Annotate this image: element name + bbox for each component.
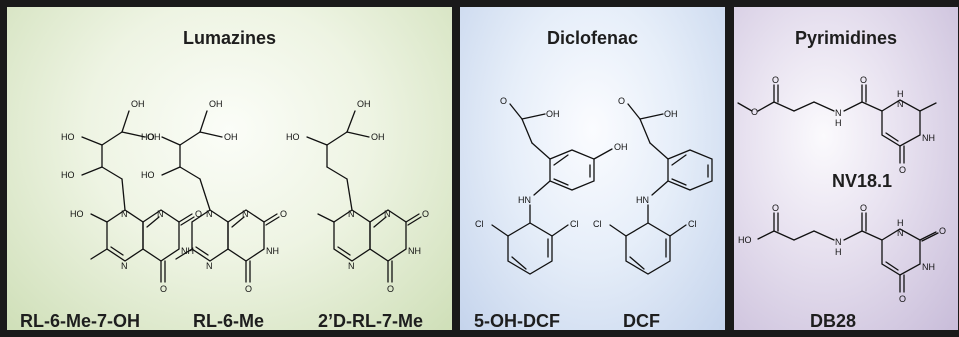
atom-label-h: H	[897, 89, 904, 99]
atom-label-o: O	[772, 203, 779, 213]
atom-label-ho: HO	[738, 235, 752, 245]
pyrimidines-structures: O O N H O H N NH O	[737, 75, 946, 304]
atom-label-o: O	[860, 75, 867, 85]
atom-label-oh: OH	[147, 132, 161, 142]
pyrimidines-panel: Pyrimidines O	[734, 7, 958, 330]
compound-name-dcf: DCF	[623, 311, 660, 330]
pyrimidines-title: Pyrimidines	[794, 28, 898, 48]
diclofenac-title: Diclofenac	[546, 28, 639, 48]
atom-label-o: O	[387, 284, 394, 294]
atom-label-h: H	[897, 218, 904, 228]
atom-label-o: O	[772, 75, 779, 85]
compound-name-db28: DB28	[810, 311, 857, 330]
atom-label-o: O	[618, 96, 625, 106]
atom-label-n: N	[384, 209, 391, 219]
atom-label-oh: OH	[371, 132, 385, 142]
atom-label-oh: OH	[209, 99, 223, 109]
atom-label-oh: OH	[224, 132, 238, 142]
atom-label-h: H	[835, 118, 842, 128]
atom-label-o: O	[160, 284, 167, 294]
diclofenac-structures: O OH OH HN Cl Cl	[475, 96, 713, 275]
atom-label-oh: OH	[614, 142, 628, 152]
rl-6-me-7-oh-atom-labels: OH OH HO HO N N N NH O O HO	[61, 99, 202, 294]
2d-rl-7-me-atom-labels: OH OH HO N N N NH O O	[286, 99, 429, 294]
nv18-1-atom-labels: O O N H O H N NH O	[751, 75, 935, 175]
db28-atom-labels: HO O N H O H N O NH O	[738, 203, 946, 304]
atom-label-oh: OH	[664, 109, 678, 119]
atom-label-h: H	[835, 247, 842, 257]
atom-label-o: O	[751, 107, 758, 117]
atom-label-nh: NH	[408, 246, 421, 256]
atom-label-o: O	[195, 209, 202, 219]
atom-label-oh: OH	[357, 99, 371, 109]
atom-label-ho: HO	[70, 209, 84, 219]
atom-label-hn: HN	[518, 195, 531, 205]
lumazines-structures: OH OH HO HO N N N NH O O HO	[61, 99, 429, 294]
atom-label-n: N	[242, 209, 249, 219]
rl-6-me-atom-labels: OH OH HO HO N N N NH O O	[141, 99, 287, 294]
compound-name-nv18-1: NV18.1	[832, 171, 893, 191]
atom-label-cl: Cl	[688, 219, 697, 229]
atom-label-ho: HO	[61, 170, 75, 180]
atom-label-n: N	[157, 209, 164, 219]
atom-label-n: N	[897, 99, 904, 109]
diclofenac-panel: Diclofenac O	[460, 7, 725, 330]
rl-6-me-7-oh-structure	[81, 110, 195, 283]
lumazines-panel: Lumazines	[7, 7, 452, 330]
atom-label-o: O	[245, 284, 252, 294]
compound-name-rl-6-me: RL-6-Me	[193, 311, 264, 330]
atom-label-oh: OH	[131, 99, 145, 109]
2d-rl-7-me-structure	[306, 110, 422, 283]
atom-label-o: O	[422, 209, 429, 219]
atom-label-cl: Cl	[475, 219, 484, 229]
atom-label-ho: HO	[61, 132, 75, 142]
atom-label-nh: NH	[266, 246, 279, 256]
atom-label-n: N	[121, 209, 128, 219]
lumazines-title: Lumazines	[182, 28, 277, 48]
atom-label-nh: NH	[922, 262, 935, 272]
5-oh-dcf-structure	[491, 103, 613, 275]
atom-label-n: N	[206, 261, 213, 271]
rl-6-me-structure	[161, 110, 280, 283]
5-oh-dcf-atom-labels: O OH OH HN Cl Cl	[475, 96, 628, 229]
atom-label-n: N	[348, 261, 355, 271]
atom-label-n: N	[348, 209, 355, 219]
db28-structure	[757, 212, 939, 293]
nv18-1-structure	[737, 84, 937, 164]
atom-label-o: O	[500, 96, 507, 106]
compound-name-rl-6-me-7-oh: RL-6-Me-7-OH	[20, 311, 140, 330]
atom-label-o: O	[899, 294, 906, 304]
atom-label-n: N	[206, 209, 213, 219]
atom-label-n: N	[897, 228, 904, 238]
atom-label-o: O	[899, 165, 906, 175]
atom-label-n: N	[835, 237, 842, 247]
atom-label-ho: HO	[141, 170, 155, 180]
dcf-atom-labels: O OH HN Cl Cl	[593, 96, 697, 229]
atom-label-n: N	[835, 108, 842, 118]
atom-label-ho: HO	[286, 132, 300, 142]
atom-label-cl: Cl	[593, 219, 602, 229]
atom-label-hn: HN	[636, 195, 649, 205]
atom-label-o: O	[939, 226, 946, 236]
atom-label-cl: Cl	[570, 219, 579, 229]
dcf-structure	[609, 103, 713, 275]
atom-label-o: O	[860, 203, 867, 213]
compound-name-2d-rl-7-me: 2’D-RL-7-Me	[318, 311, 424, 330]
atom-label-nh: NH	[922, 133, 935, 143]
compound-name-5-oh-dcf: 5-OH-DCF	[474, 311, 560, 330]
atom-label-oh: OH	[546, 109, 560, 119]
atom-label-o: O	[280, 209, 287, 219]
atom-label-n: N	[121, 261, 128, 271]
atom-label-nh: NH	[181, 246, 194, 256]
atom-label-ho: HO	[141, 132, 155, 142]
